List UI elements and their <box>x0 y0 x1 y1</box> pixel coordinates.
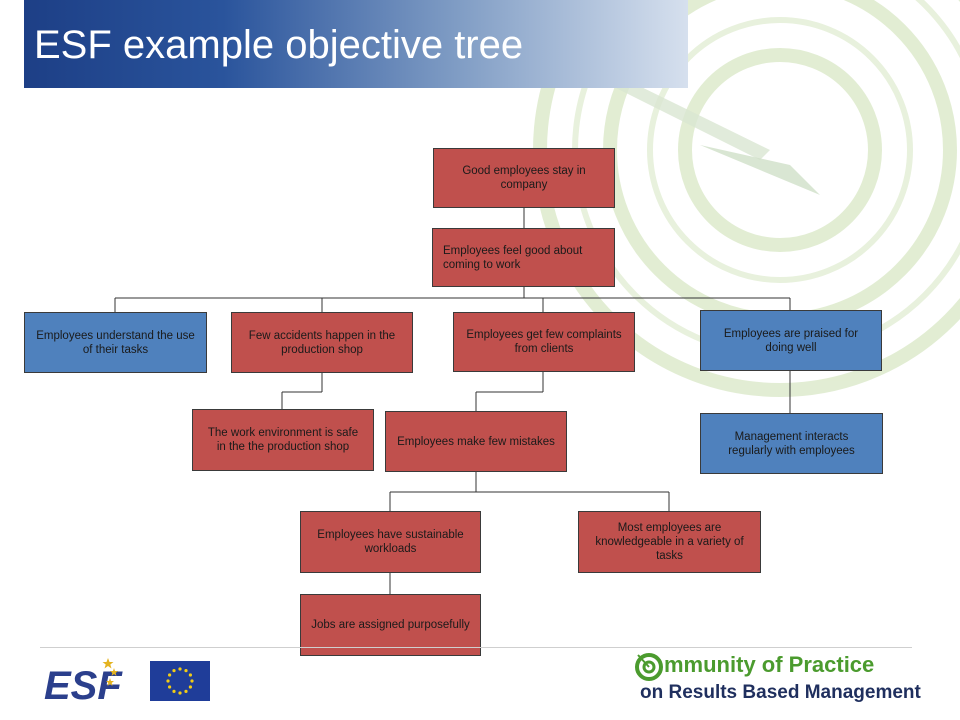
cop-logo-line2: on Results Based Management <box>640 682 921 703</box>
node-understand-tasks: Employees understand the use of their ta… <box>24 312 207 373</box>
node-jobs-assigned: Jobs are assigned purposefully <box>300 594 481 656</box>
node-purpose: Employees feel good about coming to work <box>432 228 615 287</box>
community-of-practice-logo: mmunity of Practice on Results Based Man… <box>634 650 921 710</box>
node-few-mistakes: Employees make few mistakes <box>385 411 567 472</box>
slide-title: ESF example objective tree <box>34 23 524 67</box>
title-bar <box>24 0 688 88</box>
node-few-accidents: Few accidents happen in the production s… <box>231 312 413 373</box>
dart-tip <box>700 145 820 195</box>
esf-logo: ESF <box>44 658 123 705</box>
node-few-complaints: Employees get few complaints from client… <box>453 312 635 372</box>
eu-flag <box>150 661 210 701</box>
node-goal: Good employees stay in company <box>433 148 615 208</box>
node-workloads: Employees have sustainable workloads <box>300 511 481 573</box>
target-icon <box>635 653 663 681</box>
node-praised: Employees are praised for doing well <box>700 310 882 371</box>
node-management: Management interacts regularly with empl… <box>700 413 883 474</box>
node-work-environment: The work environment is safe in the the … <box>192 409 374 471</box>
footer-divider <box>40 647 912 648</box>
node-knowledgeable: Most employees are knowledgeable in a va… <box>578 511 761 573</box>
cop-logo-line1: mmunity of Practice <box>664 652 875 677</box>
svg-text:ESF: ESF <box>44 664 123 705</box>
